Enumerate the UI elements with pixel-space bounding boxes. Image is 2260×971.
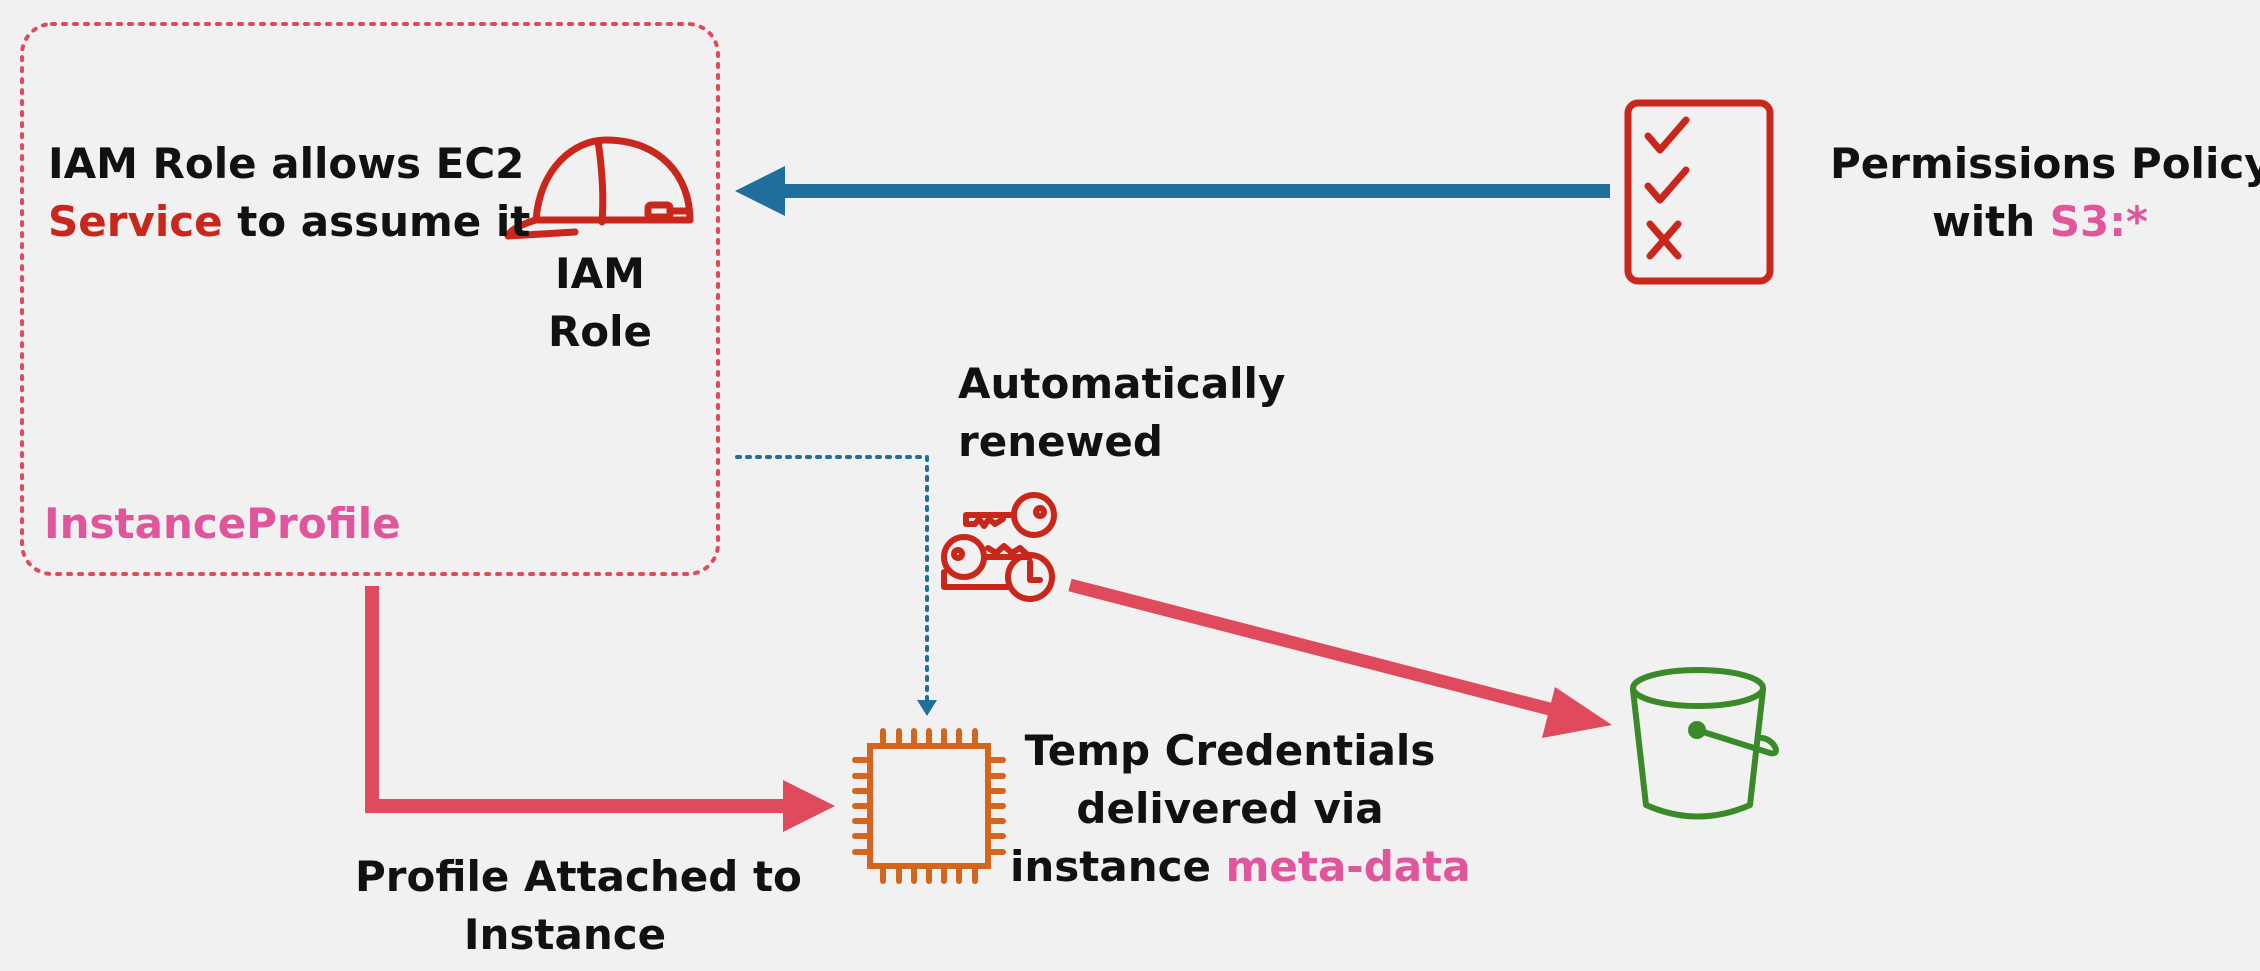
keys-icon [941, 492, 1057, 602]
profile-attached-line1: Profile Attached to [355, 852, 802, 901]
credentials-to-s3-arrow [1068, 578, 1612, 738]
profile-attach-arrow [365, 586, 835, 832]
role-description-line1: IAM Role allows EC2 [48, 139, 525, 188]
profile-attached-label: Profile Attached to Instance [355, 848, 802, 964]
role-description-rest: to assume it [222, 197, 531, 246]
instance-profile-label: InstanceProfile [44, 499, 401, 548]
iam-role-label-line2: Role [547, 307, 653, 356]
meta-data-keyword: meta-data [1225, 842, 1471, 891]
permissions-policy-line1: Permissions Policy [1830, 139, 2260, 188]
checklist-icon [1624, 99, 1774, 285]
temp-credentials-line1: Temp Credentials [1024, 726, 1436, 775]
temp-credentials-line3: instance meta-data [1010, 838, 1471, 896]
policy-to-role-arrow [735, 166, 1610, 216]
instance-text: instance [1010, 842, 1226, 891]
service-keyword: Service [48, 197, 223, 246]
permissions-policy-label: Permissions Policy with S3:* [1830, 135, 2260, 251]
s3-keyword: S3:* [2049, 197, 2149, 246]
auto-renew-connector [735, 455, 937, 716]
auto-renewed-line2: renewed [958, 417, 1163, 466]
auto-renewed-line1: Automatically [958, 359, 1286, 408]
hard-hat-icon [504, 136, 694, 240]
bucket-icon [1630, 667, 1779, 820]
role-description: IAM Role allows EC2 Service to assume it [48, 135, 530, 251]
profile-attached-line2: Instance [463, 910, 667, 959]
iam-role-label: IAM Role [540, 245, 660, 361]
permissions-policy-line2: with S3:* [1830, 193, 2250, 251]
chip-icon [852, 728, 1006, 884]
policy-with-text: with [1931, 197, 2050, 246]
temp-credentials-line2: delivered via [1076, 784, 1384, 833]
auto-renewed-label: Automatically renewed [958, 355, 1285, 471]
temp-credentials-label: Temp Credentials delivered via instance … [1010, 722, 1471, 896]
role-description-line2: Service to assume it [48, 193, 530, 251]
iam-role-label-line1: IAM [555, 249, 645, 298]
instance-profile-box [20, 22, 720, 576]
